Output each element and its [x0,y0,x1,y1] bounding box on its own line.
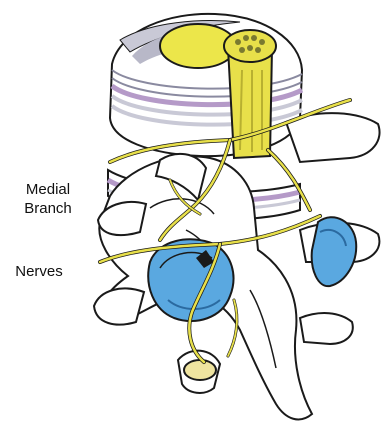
nerves-label: Nerves [4,262,74,281]
medial-branch-label: Medial Branch [8,180,88,218]
branch-label-line: Branch [8,199,88,218]
intervertebral-disc [110,14,302,156]
medial-label-line: Medial [8,180,88,199]
